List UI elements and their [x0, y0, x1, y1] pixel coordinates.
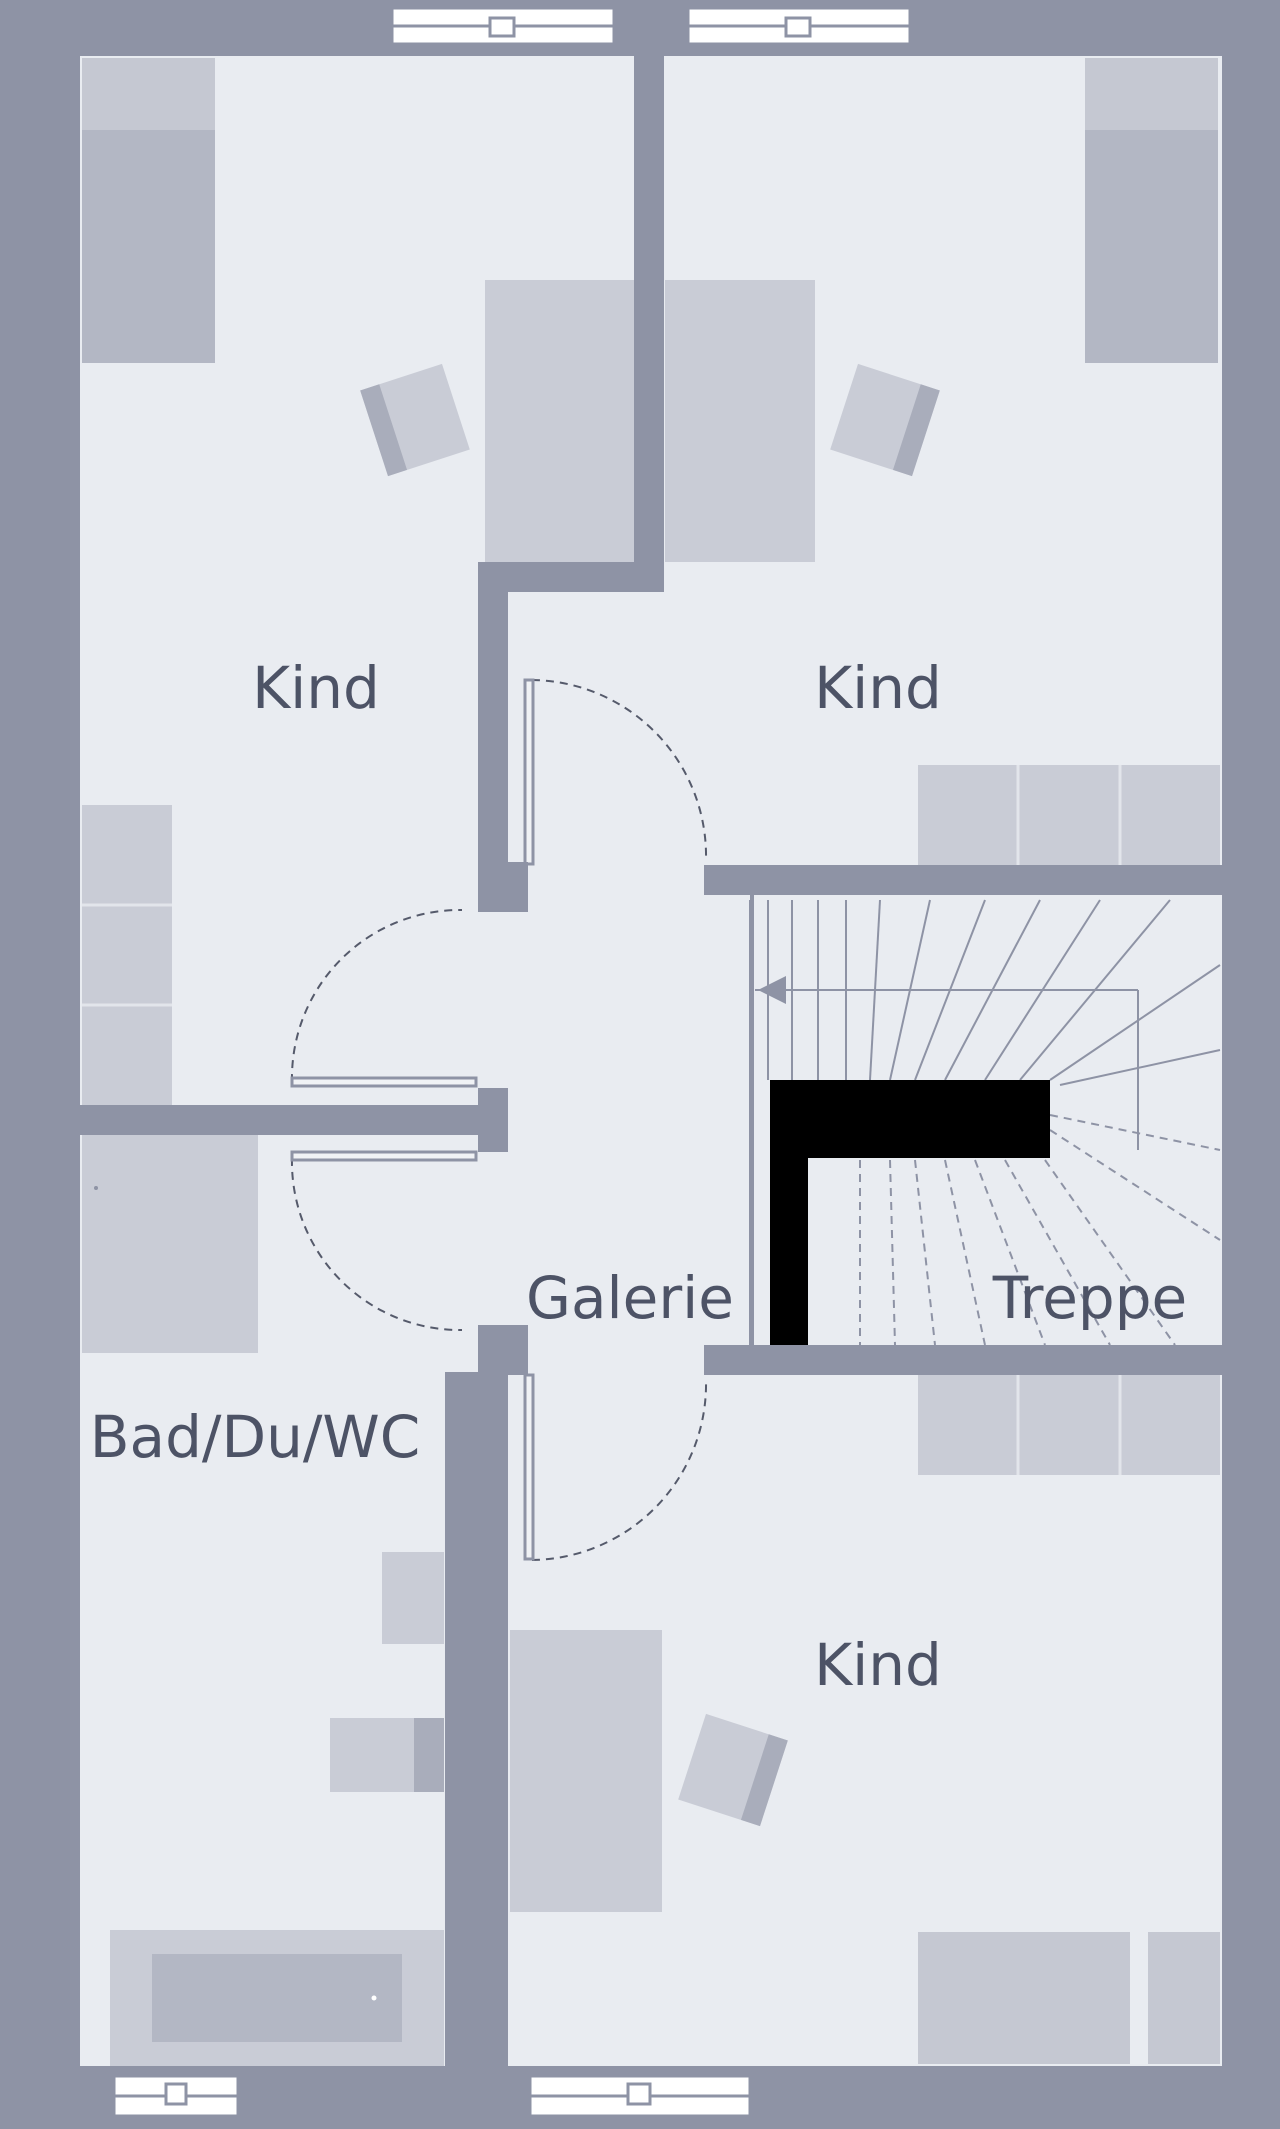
- outer-wall-left: [0, 0, 80, 2129]
- room-label-kind-bottom: Kind: [814, 1631, 942, 1699]
- chair-kind-3: [678, 1713, 788, 1827]
- wardrobe-kind-1: [82, 805, 172, 1105]
- window-top-left: [390, 6, 616, 46]
- furniture: [82, 58, 1220, 2066]
- nightstand-kind-3: [1148, 1932, 1220, 2064]
- pillow-kind-1: [82, 58, 215, 130]
- pillow-kind-2: [1085, 58, 1218, 130]
- window-top-right: [686, 6, 912, 46]
- shower: [82, 1135, 258, 1353]
- windows: [112, 6, 912, 2118]
- room-label-kind-top-left: Kind: [252, 654, 380, 722]
- door-leaves: [290, 678, 535, 1561]
- bed-kind-3: [918, 1932, 1130, 2064]
- chimney: [770, 1080, 1050, 1345]
- wardrobe-kind-3: [918, 1375, 1220, 1475]
- desk-kind-3: [510, 1630, 662, 1912]
- chair-kind-1: [360, 363, 470, 477]
- window-bottom-mid: [528, 2074, 752, 2118]
- room-label-treppe: Treppe: [992, 1264, 1187, 1332]
- wardrobe-kind-2: [918, 765, 1220, 865]
- room-label-kind-top-right: Kind: [814, 654, 942, 722]
- window-bottom-left: [112, 2074, 240, 2118]
- toilet: [382, 1552, 444, 1644]
- desk-kind-2: [665, 280, 815, 562]
- door-swings: [290, 679, 708, 1561]
- room-labels: Kind Kind Galerie Treppe Bad/Du/WC Kind: [90, 654, 1187, 1699]
- chair-kind-2: [830, 363, 940, 477]
- room-label-galerie: Galerie: [526, 1264, 734, 1332]
- room-label-bad: Bad/Du/WC: [90, 1403, 421, 1471]
- outer-wall-right: [1222, 0, 1280, 2129]
- desk-kind-1: [485, 280, 635, 562]
